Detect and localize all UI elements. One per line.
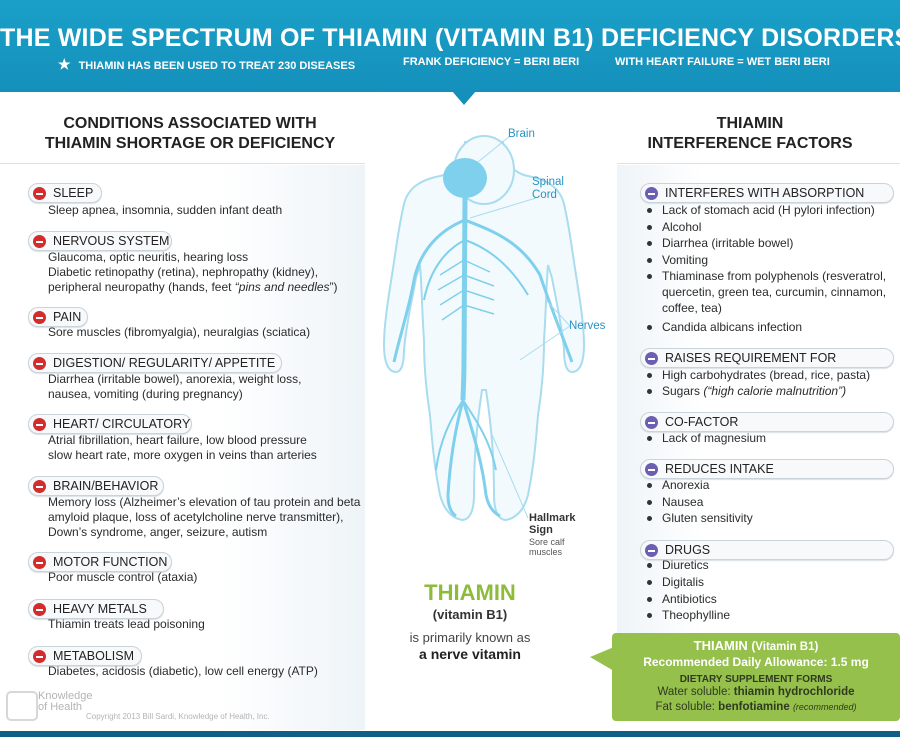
- factor-pill: CO-FACTOR: [640, 412, 894, 432]
- minus-icon: [33, 311, 46, 324]
- condition-pill: METABOLISM: [28, 646, 142, 666]
- left-panel-bg: [0, 165, 365, 730]
- minus-icon: [645, 187, 658, 200]
- factor-pill: INTERFERES WITH ABSORPTION: [640, 183, 894, 203]
- thiamin-title: THIAMIN: [424, 580, 516, 605]
- label-nerves: Nerves: [569, 320, 606, 332]
- brain-shape: [443, 158, 487, 198]
- nerve-vitamin-text: a nerve vitamin: [419, 646, 521, 662]
- minus-icon: [33, 187, 46, 200]
- condition-pill: NERVOUS SYSTEM: [28, 231, 172, 251]
- minus-icon: [645, 544, 658, 557]
- fat-soluble-line: Fat soluble: benfotiamine (recommended): [655, 701, 857, 713]
- factor-pill: RAISES REQUIREMENT FOR: [640, 348, 894, 368]
- factor-pill: DRUGS: [640, 540, 894, 560]
- header-banner: THE WIDE SPECTRUM OF THIAMIN (VITAMIN B1…: [0, 0, 900, 92]
- factor-item: Sugars (“high calorie malnutrition”): [646, 384, 847, 398]
- condition-pill: BRAIN/BEHAVIOR: [28, 476, 164, 496]
- arm-nerve-right: [464, 218, 574, 363]
- minus-icon: [645, 463, 658, 476]
- vitamin-b1-label: (vitamin B1): [432, 607, 508, 622]
- rda-value: Recommended Daily Allowance: 1.5 mg: [643, 655, 869, 669]
- condition-pill: MOTOR FUNCTION: [28, 552, 172, 572]
- rda-box-pointer: [590, 647, 614, 671]
- condition-pill: HEAVY METALS: [28, 599, 164, 619]
- condition-pill: SLEEP: [28, 183, 102, 203]
- condition-line: peripheral neuropathy (hands, feet “pins…: [48, 280, 338, 294]
- condition-pill: DIGESTION/ REGULARITY/ APPETITE: [28, 353, 282, 373]
- star-icon: ★: [58, 56, 71, 72]
- subtitle-frank: FRANK DEFICIENCY = BERI BERI: [403, 56, 580, 68]
- right-divider: [617, 163, 900, 164]
- leg-nerve-right: [461, 399, 501, 518]
- minus-icon: [33, 650, 46, 663]
- rda-box: THIAMIN (Vitamin B1) Recommended Daily A…: [612, 633, 900, 721]
- header-notch: [452, 91, 476, 105]
- page-title: THE WIDE SPECTRUM OF THIAMIN (VITAMIN B1…: [0, 24, 900, 52]
- left-divider: [0, 163, 365, 164]
- copyright-text: Copyright 2013 Bill Sardi, Knowledge of …: [86, 712, 270, 721]
- arm-nerve-left: [392, 218, 466, 363]
- supplement-forms-heading: DIETARY SUPPLEMENT FORMS: [679, 674, 833, 685]
- label-brain: Brain: [508, 128, 535, 140]
- minus-icon: [33, 357, 46, 370]
- minus-icon: [645, 416, 658, 429]
- minus-icon: [33, 603, 46, 616]
- logo-icon: [6, 691, 38, 721]
- spinal-cord: [460, 195, 468, 401]
- minus-icon: [33, 480, 46, 493]
- subtitle-wet: WITH HEART FAILURE = WET BERI BERI: [615, 56, 830, 68]
- leg-nerve-left: [446, 399, 465, 518]
- minus-icon: [645, 352, 658, 365]
- right-heading: THIAMIN INTERFERENCE FACTORS: [647, 115, 853, 152]
- known-as-text: is primarily known as: [409, 630, 531, 645]
- left-heading: CONDITIONS ASSOCIATED WITH THIAMIN SHORT…: [44, 115, 336, 152]
- subtitle-treat: ★THIAMIN HAS BEEN USED TO TREAT 230 DISE…: [58, 56, 356, 72]
- human-nervous-system-figure: [382, 135, 586, 522]
- bottom-bar: [0, 731, 900, 737]
- water-soluble-line: Water soluble: thiamin hydrochloride: [657, 686, 855, 698]
- condition-pill: PAIN: [28, 307, 88, 327]
- minus-icon: [33, 418, 46, 431]
- minus-icon: [33, 556, 46, 569]
- condition-pill: HEART/ CIRCULATORY: [28, 414, 192, 434]
- body-silhouette: [382, 141, 586, 522]
- factor-pill: REDUCES INTAKE: [640, 459, 894, 479]
- minus-icon: [33, 235, 46, 248]
- rda-title: THIAMIN (Vitamin B1): [693, 638, 819, 653]
